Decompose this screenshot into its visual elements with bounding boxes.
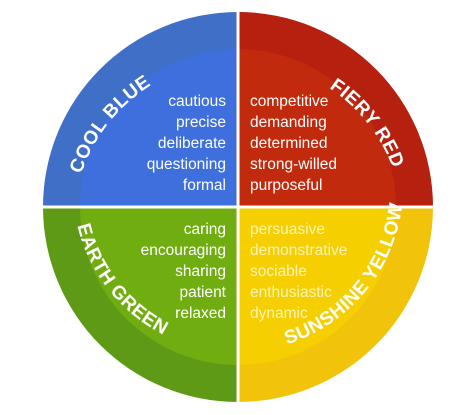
trait-text: purposeful (250, 177, 322, 194)
trait-text: sharing (175, 263, 226, 280)
trait-text: strong-willed (250, 156, 337, 173)
trait-text: dynamic (250, 305, 308, 322)
trait-text: persuasive (250, 221, 325, 238)
trait-text: encouraging (141, 242, 226, 259)
inner-disc (80, 49, 396, 365)
trait-text: relaxed (175, 305, 226, 322)
fiery-red-inner-segment (238, 49, 396, 207)
fiery-red-traits: competitive demanding determined strong-… (250, 93, 337, 194)
earth-green-inner-segment (80, 207, 238, 365)
sunshine-yellow-traits: persuasive demonstrative sociable enthus… (250, 221, 347, 322)
trait-text: demonstrative (250, 242, 347, 259)
trait-text: determined (250, 135, 328, 152)
trait-text: competitive (250, 93, 328, 110)
trait-text: precise (176, 114, 226, 131)
sunshine-yellow-inner-segment (238, 207, 396, 365)
earth-green-traits: caring encouraging sharing patient relax… (141, 221, 227, 322)
trait-text: questioning (147, 156, 226, 173)
trait-text: demanding (250, 114, 327, 131)
cool-blue-traits: cautious precise deliberate questioning … (147, 93, 227, 194)
trait-text: patient (179, 284, 226, 301)
trait-text: deliberate (158, 135, 226, 152)
cool-blue-inner-segment (80, 49, 238, 207)
trait-text: formal (183, 177, 226, 194)
trait-text: cautious (168, 93, 226, 110)
trait-text: caring (184, 221, 226, 238)
trait-text: sociable (250, 263, 307, 280)
trait-text: enthusiastic (250, 284, 332, 301)
